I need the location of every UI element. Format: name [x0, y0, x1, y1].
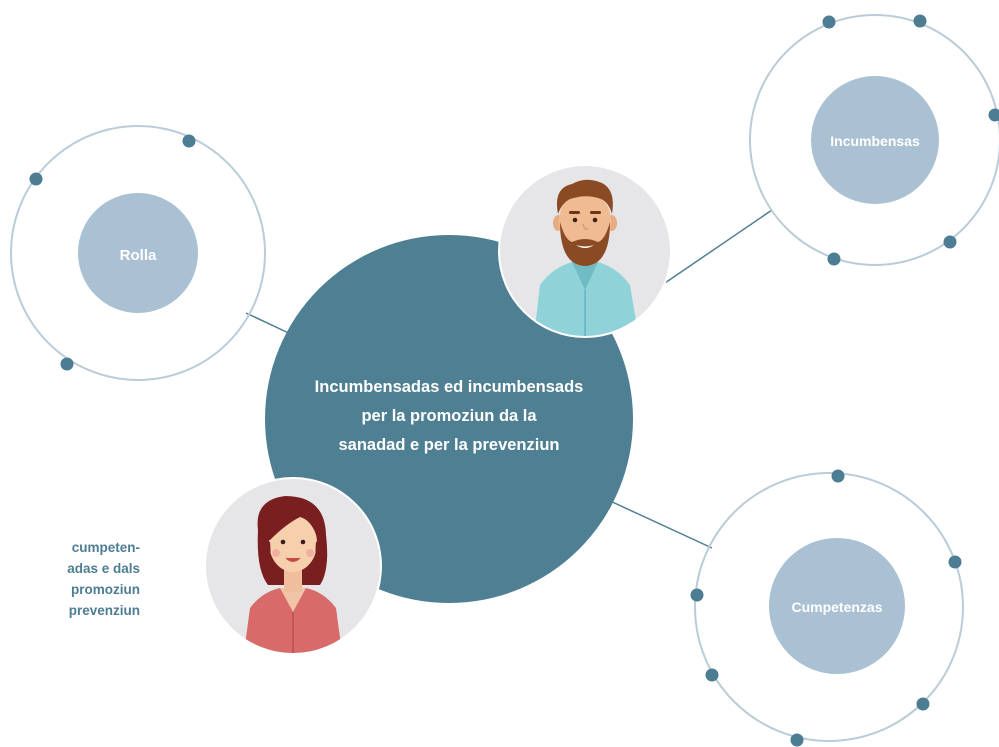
orbit-dot — [822, 15, 836, 29]
side-description: cumpeten- adas e dals promoziun prevenzi… — [0, 537, 140, 621]
node-bubble — [78, 193, 198, 313]
node-bubble — [811, 76, 939, 204]
side-text-line-3: promoziun — [71, 582, 140, 597]
orbit-ring — [749, 14, 999, 266]
orbit-ring — [10, 125, 266, 381]
orbit-dot — [916, 697, 930, 711]
connector-cumpetenzas — [607, 499, 713, 549]
woman-avatar-icon — [204, 477, 382, 655]
node-label-incumbensas: Incumbensas — [830, 133, 920, 149]
node-incumbensas[interactable]: Incumbensas — [749, 14, 999, 266]
orbit-ring — [694, 472, 964, 742]
orbit-dot — [948, 555, 962, 569]
side-text-line-2: adas e dals — [67, 561, 140, 576]
node-label-cumpetenzas: Cumpetenzas — [791, 599, 882, 615]
man-avatar-icon — [498, 164, 672, 338]
connector-incumbensas — [661, 209, 773, 286]
orbit-dot — [790, 733, 804, 747]
side-text-line-4: prevenziun — [68, 603, 140, 618]
orbit-dot — [60, 357, 74, 371]
orbit-dot — [988, 108, 999, 122]
center-label-line-1: Incumbensadas ed incumbensads — [315, 378, 584, 396]
center-label-line-3: sanadad e per la prevenziun — [339, 436, 560, 454]
orbit-dot — [827, 252, 841, 266]
orbit-dot — [690, 588, 704, 602]
orbit-dot — [29, 172, 43, 186]
center-label-line-2: per la promoziun da la — [361, 407, 537, 425]
orbit-dot — [705, 668, 719, 682]
node-cumpetenzas[interactable]: Cumpetenzas — [690, 469, 964, 747]
node-rolla[interactable]: Rolla — [10, 125, 266, 381]
orbit-dot — [913, 14, 927, 28]
orbit-dot — [943, 235, 957, 249]
orbit-dot — [182, 134, 196, 148]
orbit-dot — [831, 469, 845, 483]
node-label-rolla: Rolla — [120, 247, 157, 264]
node-bubble — [769, 538, 905, 674]
side-text-line-1: cumpeten- — [71, 540, 140, 555]
